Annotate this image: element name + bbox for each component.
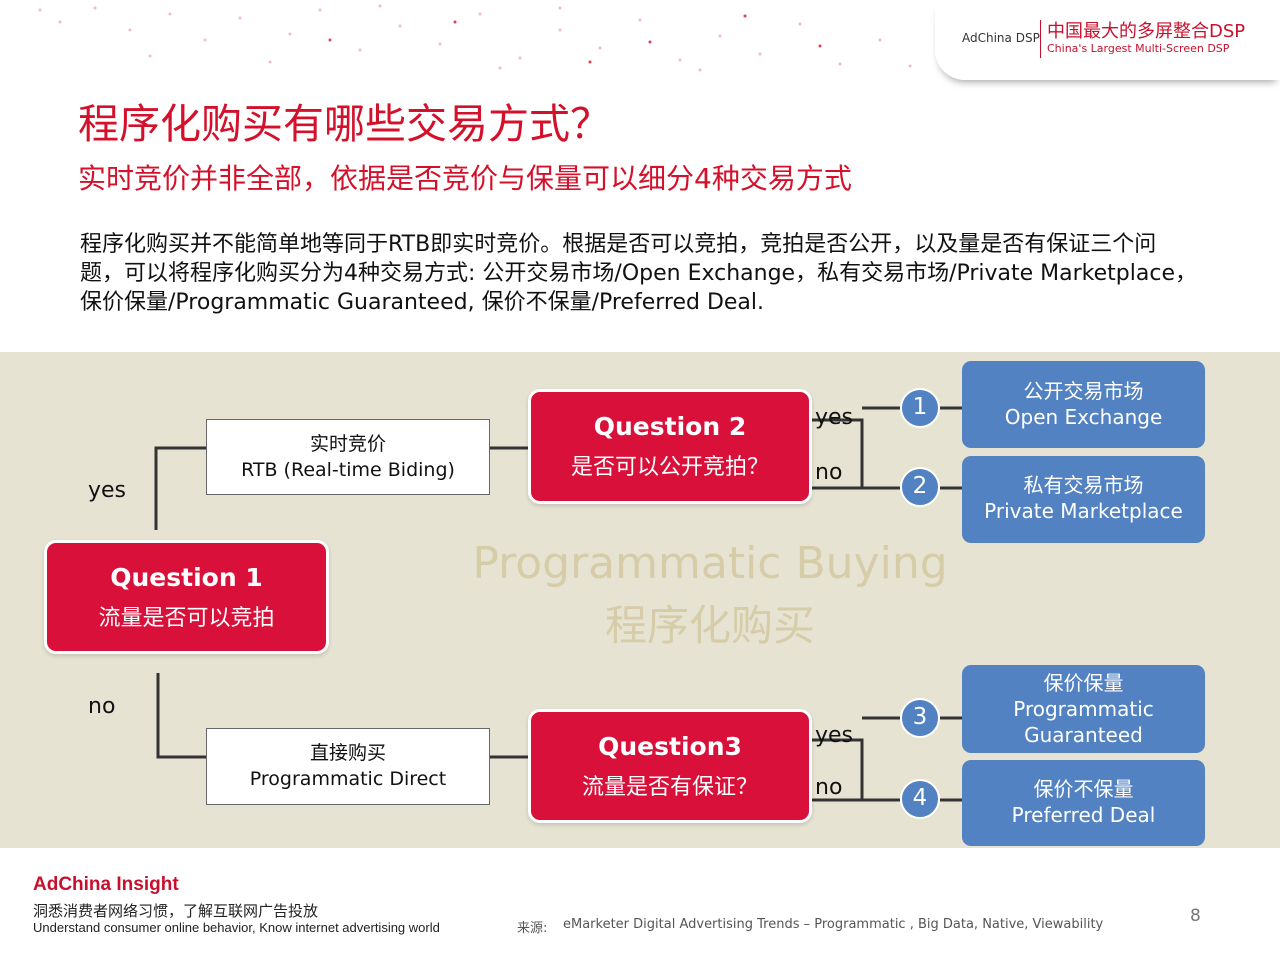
q2-yes-label: yes [815,405,854,430]
outcome-number-3: 3 [900,698,940,738]
watermark-en: Programmatic Buying [472,538,948,589]
direct-line2: Programmatic Direct [249,768,447,790]
outcome-4-en: Preferred Deal [1011,803,1156,827]
q1-no-label: no [88,694,116,719]
question-3-title: Question3 [598,732,742,761]
connector-q2-fork [810,418,864,490]
outcome-number-2: 2 [900,467,940,507]
connector-q1-direct [156,673,207,759]
watermark-cn: 程序化购买 [604,601,815,650]
source-text: eMarketer Digital Advertising Trends – P… [563,917,1104,932]
question-2-text: 是否可以公开竞拍？ [570,455,769,480]
question-1-box: Question 1 流量是否可以竞拍 [44,540,329,654]
q2-no-label: no [815,460,843,485]
outcome-open-exchange: 公开交易市场 Open Exchange [962,361,1205,448]
outcome-2-en: Private Marketplace [984,499,1183,523]
outcome-1-cn: 公开交易市场 [1023,379,1144,403]
direct-line1: 直接购买 [309,742,386,764]
connector-q1-rtb [154,446,207,530]
programmatic-direct-box: 直接购买 Programmatic Direct [206,728,490,805]
outcome-private-marketplace: 私有交易市场 Private Marketplace [962,456,1205,543]
question-3-text: 流量是否有保证？ [581,775,758,800]
question-2-title: Question 2 [593,412,747,441]
outcome-preferred-deal: 保价不保量 Preferred Deal [962,760,1205,846]
intro-paragraph: 程序化购买并不能简单地等同于RTB即实时竞价。根据是否可以竞拍，竞拍是否公开，以… [80,232,1197,315]
brand-slogan-cn: 中国最大的多屏整合DSP [1047,21,1246,42]
outcome-2-cn: 私有交易市场 [1023,473,1144,497]
rtb-line2: RTB (Real-time Biding) [241,459,455,481]
header-decoration [0,0,1280,76]
question-3-box: Question3 流量是否有保证？ [528,709,812,823]
page-subtitle: 实时竞价并非全部，依据是否竞价与保量可以细分4种交易方式 [78,162,852,195]
outcome-programmatic-guaranteed: 保价保量 Programmatic Guaranteed [962,665,1205,753]
header-dots-pattern [38,4,912,72]
source-label: 来源: [517,921,548,936]
connector-q3-fork [810,738,864,802]
page-title: 程序化购买有哪些交易方式？ [78,100,611,148]
brand-name: AdChina DSP [962,31,1040,45]
outcome-1-en: Open Exchange [1004,405,1163,429]
question-1-text: 流量是否可以竞拍 [98,606,275,631]
brand-slogan-en: China's Largest Multi-Screen DSP [1047,42,1230,55]
brand-divider [1040,20,1041,58]
footer-slogan-cn: 洞悉消费者网络习惯，了解互联网广告投放 [33,902,319,920]
outcome-4-cn: 保价不保量 [1033,777,1134,801]
q1-yes-label: yes [88,478,127,503]
outcome-number-4: 4 [900,779,940,819]
q3-no-label: no [815,775,843,800]
rtb-box: 实时竞价 RTB (Real-time Biding) [206,419,490,495]
q3-yes-label: yes [815,723,854,748]
footer-slogan-en: Understand consumer online behavior, Kno… [33,920,440,935]
question-2-box: Question 2 是否可以公开竞拍？ [528,389,812,504]
outcome-number-1: 1 [900,388,940,428]
brand-panel [935,0,1280,80]
outcome-3-en2: Guaranteed [1024,723,1143,747]
footer-brand: AdChina Insight [33,874,179,895]
outcome-3-cn: 保价保量 [1043,671,1124,695]
outcome-3-en1: Programmatic [1013,697,1154,721]
page-number: 8 [1190,906,1201,926]
rtb-line1: 实时竞价 [309,433,386,455]
question-1-title: Question 1 [110,563,263,592]
